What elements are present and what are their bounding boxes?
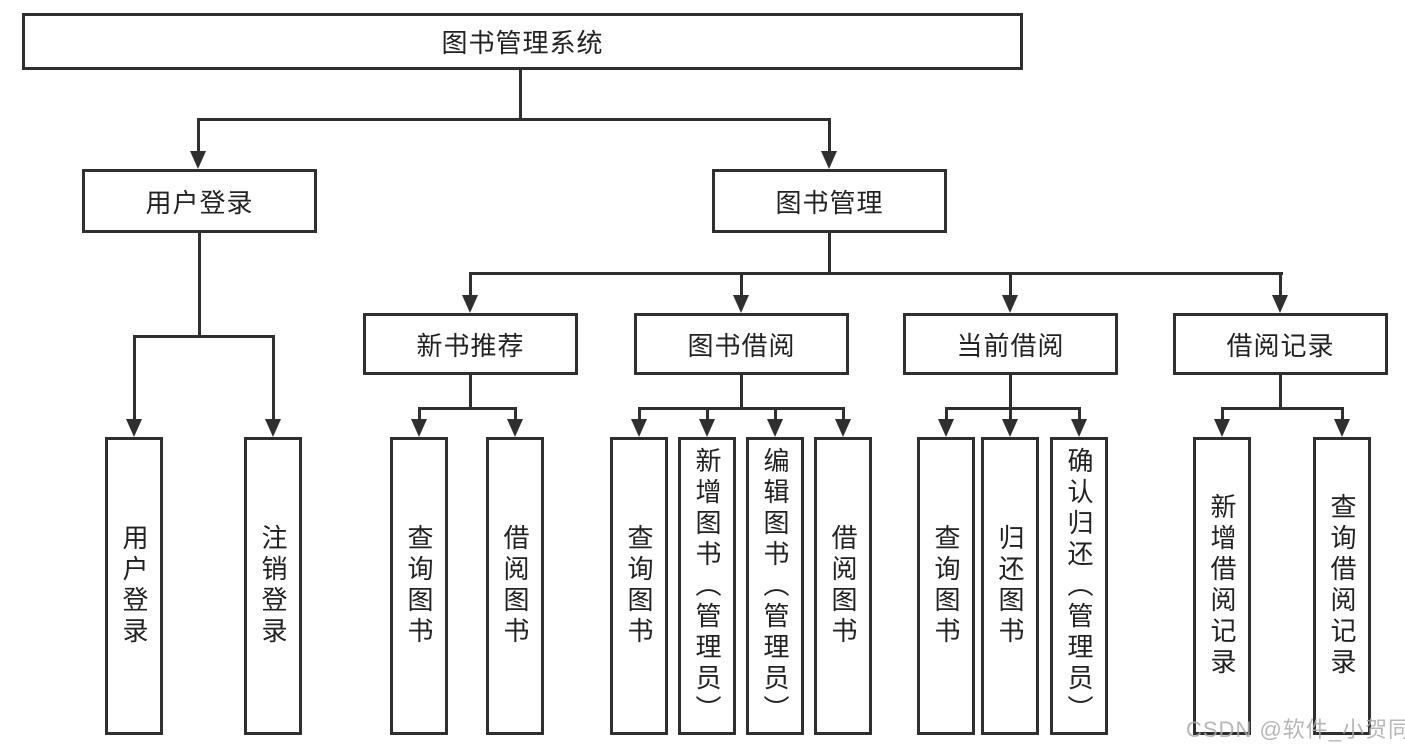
connector-drop-records bbox=[1279, 272, 1282, 296]
node-new-book-recommend: 新书推荐 bbox=[363, 313, 578, 375]
arrow-down-icon bbox=[411, 419, 427, 437]
leaf-label: 新增借阅记录 bbox=[1207, 493, 1237, 679]
node-add-borrow-record: 新增借阅记录 bbox=[1193, 437, 1251, 735]
connector-drop bbox=[418, 407, 421, 421]
connector-current-stem bbox=[1009, 375, 1012, 409]
node-borrow-books: 借阅图书 bbox=[814, 437, 872, 735]
node-user-login: 用户登录 bbox=[82, 169, 317, 233]
connector-records-stem bbox=[1279, 375, 1282, 409]
connector-drop-logout bbox=[272, 335, 275, 420]
connector-records-rail bbox=[1221, 407, 1344, 410]
arrow-down-icon bbox=[507, 419, 523, 437]
connector-level2-rail bbox=[197, 118, 831, 121]
connector-drop bbox=[1009, 407, 1012, 421]
connector-borrow-rail bbox=[638, 407, 845, 410]
leaf-label: 查询图书 bbox=[624, 524, 654, 648]
connector-drop-manage bbox=[828, 118, 831, 152]
arrow-down-icon bbox=[462, 295, 478, 313]
connector-recommend-rail bbox=[418, 407, 517, 410]
node-return-books: 归还图书 bbox=[981, 437, 1039, 735]
arrow-down-icon bbox=[733, 295, 749, 313]
leaf-label: 查询借阅记录 bbox=[1327, 493, 1357, 679]
connector-drop-user-login bbox=[133, 335, 136, 420]
leaf-label: 编辑图书（管理员） bbox=[760, 446, 790, 726]
leaf-label: 归还图书 bbox=[995, 524, 1025, 648]
node-edit-book-admin: 编辑图书（管理员） bbox=[746, 437, 804, 735]
node-current-borrowing: 当前借阅 bbox=[903, 313, 1118, 375]
node-library-management-system: 图书管理系统 bbox=[22, 13, 1023, 70]
connector-drop bbox=[1341, 407, 1344, 421]
connector-level3-rail bbox=[469, 272, 1283, 275]
leaf-label: 查询图书 bbox=[931, 524, 961, 648]
arrow-down-icon bbox=[265, 419, 281, 437]
arrow-down-icon bbox=[1071, 419, 1087, 437]
connector-current-rail bbox=[945, 407, 1081, 410]
connector-drop bbox=[842, 407, 845, 421]
connector-drop-borrow bbox=[740, 272, 743, 296]
arrow-down-icon bbox=[835, 419, 851, 437]
connector-root-stem bbox=[519, 69, 522, 118]
connector-drop bbox=[774, 407, 777, 421]
node-query-books-current: 查询图书 bbox=[917, 437, 975, 735]
node-query-books-recommend: 查询图书 bbox=[390, 437, 448, 735]
arrow-down-icon bbox=[1214, 419, 1230, 437]
arrow-down-icon bbox=[631, 419, 647, 437]
connector-drop bbox=[945, 407, 948, 421]
node-borrowing-records: 借阅记录 bbox=[1173, 313, 1388, 375]
arrow-down-icon bbox=[126, 419, 142, 437]
arrow-down-icon bbox=[1002, 419, 1018, 437]
node-query-books-borrow: 查询图书 bbox=[610, 437, 668, 735]
connector-drop-login bbox=[197, 118, 200, 152]
arrow-down-icon bbox=[938, 419, 954, 437]
node-book-borrowing: 图书借阅 bbox=[634, 313, 849, 375]
connector-drop-recommend bbox=[469, 272, 472, 296]
connector-drop bbox=[514, 407, 517, 421]
arrow-down-icon bbox=[1334, 419, 1350, 437]
leaf-label: 借阅图书 bbox=[500, 524, 530, 648]
connector-manage-stem bbox=[828, 233, 831, 274]
leaf-label: 用户登录 bbox=[119, 524, 149, 648]
arrow-down-icon bbox=[190, 151, 206, 169]
node-book-management: 图书管理 bbox=[712, 169, 947, 233]
connector-drop bbox=[706, 407, 709, 421]
connector-drop bbox=[638, 407, 641, 421]
csdn-watermark: CSDN @软件_小贺同学 bbox=[1186, 717, 1405, 742]
connector-drop bbox=[1078, 407, 1081, 421]
leaf-label: 确认归还（管理员） bbox=[1064, 446, 1094, 726]
arrow-down-icon bbox=[699, 419, 715, 437]
node-user-login-leaf: 用户登录 bbox=[105, 437, 163, 735]
node-borrow-books-recommend: 借阅图书 bbox=[486, 437, 544, 735]
node-add-book-admin: 新增图书（管理员） bbox=[678, 437, 736, 735]
arrow-down-icon bbox=[1002, 295, 1018, 313]
connector-borrow-stem bbox=[740, 375, 743, 409]
leaf-label: 新增图书（管理员） bbox=[692, 446, 722, 726]
connector-login-stem bbox=[198, 233, 201, 335]
connector-login-rail bbox=[133, 335, 274, 338]
arrow-down-icon bbox=[767, 419, 783, 437]
arrow-down-icon bbox=[1272, 295, 1288, 313]
connector-drop-current bbox=[1009, 272, 1012, 296]
leaf-label: 借阅图书 bbox=[828, 524, 858, 648]
connector-recommend-stem bbox=[469, 375, 472, 409]
leaf-label: 注销登录 bbox=[258, 524, 288, 648]
arrow-down-icon bbox=[821, 151, 837, 169]
connector-drop bbox=[1221, 407, 1224, 421]
node-query-borrow-record: 查询借阅记录 bbox=[1313, 437, 1371, 735]
node-confirm-return-admin: 确认归还（管理员） bbox=[1050, 437, 1108, 735]
node-logout: 注销登录 bbox=[244, 437, 302, 735]
leaf-label: 查询图书 bbox=[404, 524, 434, 648]
